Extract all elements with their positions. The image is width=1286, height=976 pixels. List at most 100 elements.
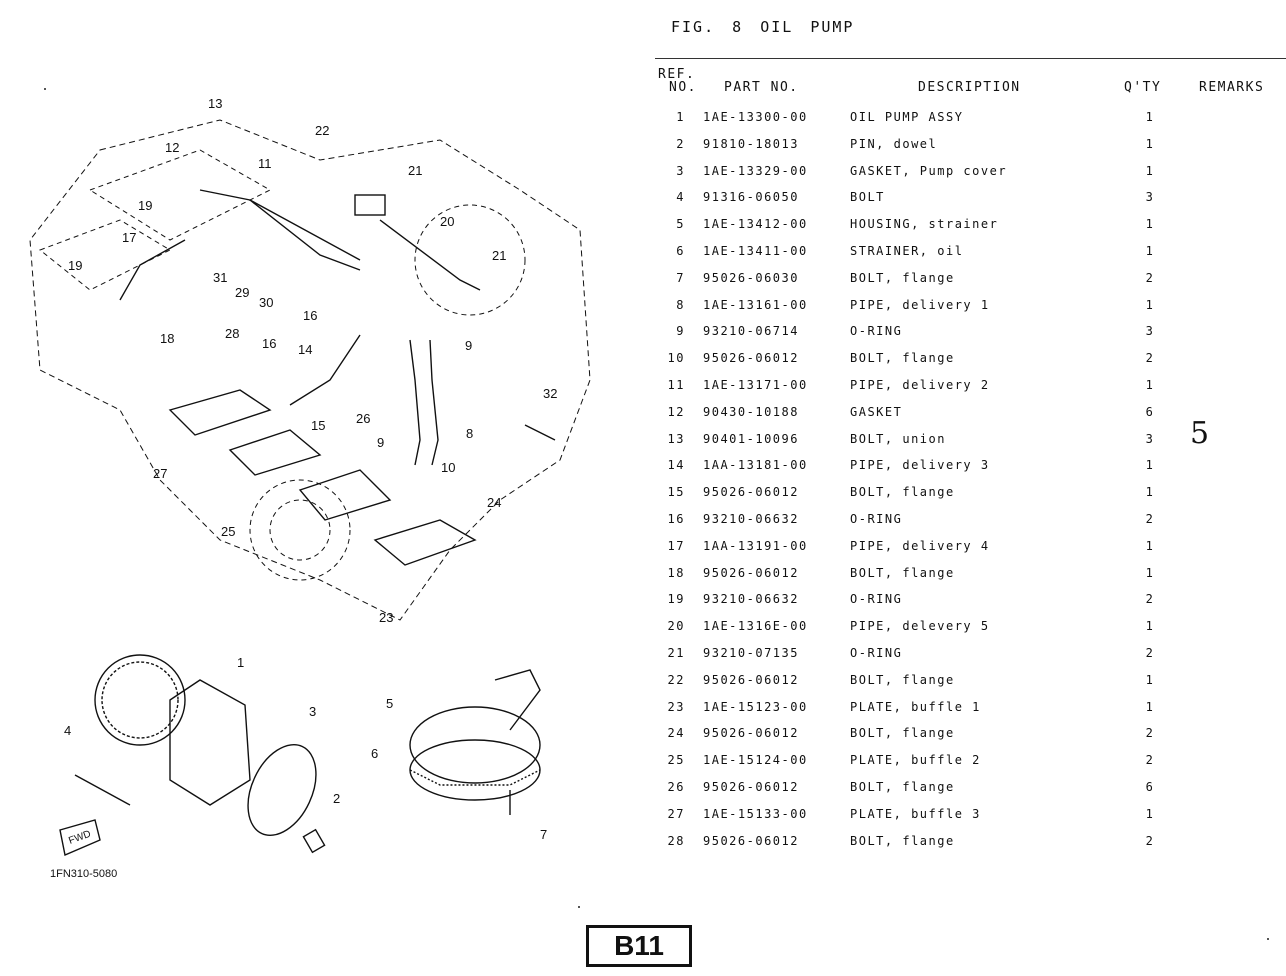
description-cell: PIPE, delevery 5 bbox=[850, 619, 990, 634]
page-label: B11 bbox=[586, 925, 692, 967]
catalog-code: 1FN310-5080 bbox=[50, 868, 118, 880]
col-ref-line2: NO. bbox=[669, 80, 697, 95]
qty-cell: 1 bbox=[1145, 619, 1155, 634]
callout-23: 23 bbox=[379, 610, 393, 625]
description-cell: BOLT bbox=[850, 190, 885, 205]
callout-32: 32 bbox=[543, 386, 557, 401]
part-no-cell: 1AE-13161-00 bbox=[703, 297, 808, 312]
part-no-cell: 93210-06632 bbox=[703, 592, 799, 607]
ref-cell: 13 bbox=[667, 431, 685, 446]
qty-cell: 1 bbox=[1145, 378, 1155, 392]
ref-cell: 22 bbox=[667, 672, 685, 687]
callout-17: 17 bbox=[122, 230, 136, 245]
callout-9b: 9 bbox=[377, 435, 384, 450]
ref-cell: 15 bbox=[667, 485, 685, 500]
ref-cell: 26 bbox=[667, 780, 685, 794]
part-no-cell: 90430-10188 bbox=[703, 404, 799, 419]
callout-27: 27 bbox=[153, 466, 167, 481]
qty-cell: 1 bbox=[1145, 136, 1155, 151]
qty-cell: 1 bbox=[1145, 244, 1155, 258]
qty-cell: 1 bbox=[1145, 806, 1155, 821]
ref-cell: 17 bbox=[667, 538, 685, 553]
callout-16b: 16 bbox=[262, 336, 276, 351]
part-no-cell: 95026-06012 bbox=[703, 351, 799, 366]
callout-25: 25 bbox=[221, 524, 235, 539]
callout-16: 16 bbox=[303, 308, 317, 323]
callout-8: 8 bbox=[466, 426, 473, 441]
ref-cell: 10 bbox=[667, 351, 685, 366]
description-cell: BOLT, flange bbox=[850, 780, 955, 794]
description-cell: STRAINER, oil bbox=[850, 244, 964, 258]
callout-6: 6 bbox=[371, 746, 378, 761]
speck bbox=[578, 906, 580, 908]
callout-13: 13 bbox=[208, 96, 222, 111]
description-cell: BOLT, flange bbox=[850, 485, 955, 500]
description-cell: OIL PUMP ASSY bbox=[850, 110, 964, 124]
qty-cell: 3 bbox=[1145, 324, 1155, 339]
qty-cell: 2 bbox=[1145, 726, 1155, 741]
figure-title: FIG. 8 OIL PUMP bbox=[671, 18, 855, 36]
callout-21: 21 bbox=[408, 163, 422, 178]
part-no-cell: 1AE-15133-00 bbox=[703, 806, 808, 821]
ref-cell: 21 bbox=[667, 646, 685, 660]
part-no-cell: 95026-06012 bbox=[703, 726, 799, 741]
ref-cell: 27 bbox=[667, 806, 685, 821]
description-cell: PLATE, buffle 1 bbox=[850, 699, 981, 714]
ref-cell: 9 bbox=[676, 324, 685, 339]
description-cell: O-RING bbox=[850, 592, 903, 607]
col-part-no: PART NO. bbox=[724, 80, 799, 95]
description-cell: GASKET, Pump cover bbox=[850, 163, 1008, 178]
col-remarks: REMARKS bbox=[1199, 80, 1265, 95]
part-no-cell: 95026-06012 bbox=[703, 780, 799, 794]
description-cell: GASKET bbox=[850, 404, 903, 419]
description-cell: HOUSING, strainer bbox=[850, 217, 999, 232]
callout-20: 20 bbox=[440, 214, 454, 229]
qty-cell: 3 bbox=[1145, 190, 1155, 205]
ref-cell: 11 bbox=[667, 378, 685, 392]
description-cell: O-RING bbox=[850, 512, 903, 526]
part-no-cell: 91810-18013 bbox=[703, 136, 799, 151]
ref-cell: 7 bbox=[676, 270, 685, 285]
part-no-cell: 1AE-13412-00 bbox=[703, 217, 808, 232]
qty-cell: 1 bbox=[1145, 458, 1155, 473]
callout-7: 7 bbox=[540, 827, 547, 842]
description-cell: PLATE, buffle 2 bbox=[850, 753, 981, 768]
ref-cell: 4 bbox=[676, 190, 685, 205]
callout-22: 22 bbox=[315, 123, 329, 138]
ref-cell: 18 bbox=[667, 565, 685, 580]
callout-19b: 19 bbox=[68, 258, 82, 273]
speck bbox=[1267, 938, 1269, 940]
qty-cell: 2 bbox=[1145, 351, 1155, 366]
ref-cell: 24 bbox=[667, 726, 685, 741]
callout-9: 9 bbox=[465, 338, 472, 353]
callout-21b: 21 bbox=[492, 248, 506, 263]
qty-cell: 1 bbox=[1145, 217, 1155, 232]
header-rule bbox=[655, 58, 1286, 59]
qty-cell: 1 bbox=[1145, 485, 1155, 500]
description-cell: PIPE, delivery 3 bbox=[850, 458, 990, 473]
ref-cell: 16 bbox=[667, 512, 685, 526]
callout-2: 2 bbox=[333, 791, 340, 806]
ref-cell: 19 bbox=[667, 592, 685, 607]
ref-cell: 2 bbox=[676, 136, 685, 151]
callout-26: 26 bbox=[356, 411, 370, 426]
qty-cell: 1 bbox=[1145, 163, 1155, 178]
handwritten-note: 5 bbox=[1190, 416, 1210, 451]
oil-pump-exploded-diagram: 13 12 11 22 21 20 21 19 17 19 31 29 30 1… bbox=[29, 96, 591, 856]
description-cell: BOLT, flange bbox=[850, 833, 955, 848]
